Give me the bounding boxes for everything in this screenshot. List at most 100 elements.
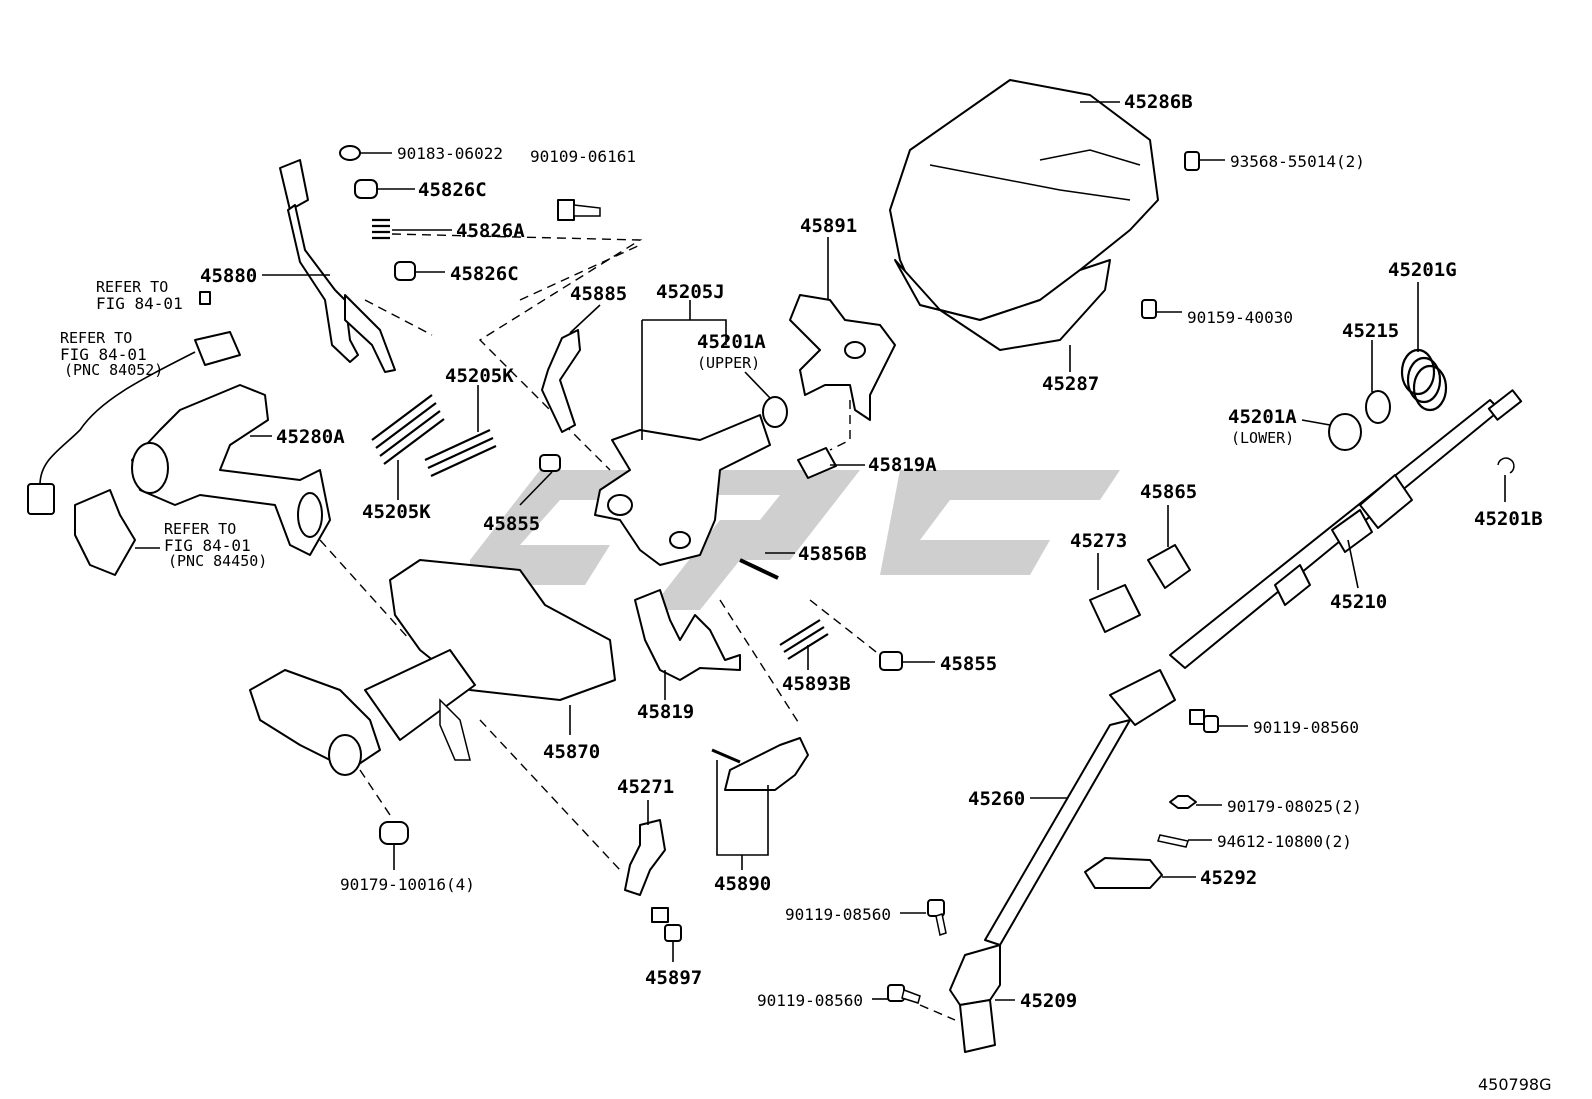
clip-45201B <box>1497 457 1515 502</box>
bolt-45855-b <box>879 651 935 671</box>
label-45891: 45891 <box>800 215 857 237</box>
label-90119-08560-a: 90119-08560 <box>1253 718 1359 737</box>
label-45885: 45885 <box>570 283 627 305</box>
label-45826C-a: 45826C <box>418 179 487 201</box>
label-45856B: 45856B <box>798 543 867 565</box>
part-45287-lower-cover <box>894 259 1111 372</box>
part-45891-bracket <box>789 237 896 421</box>
pin-94612-10800 <box>1157 834 1212 848</box>
bolt-45897 <box>651 907 682 962</box>
bolt-45855-a <box>519 454 561 506</box>
part-45819-bracket <box>634 589 741 700</box>
diagram-code: 450798G <box>1478 1075 1551 1094</box>
label-45292: 45292 <box>1200 867 1257 889</box>
ref-note-3: REFER TO FIG 84-01 (PNC 84450) <box>164 520 267 570</box>
label-45826A: 45826A <box>456 220 525 242</box>
watermark-logo <box>470 470 1120 610</box>
label-45287: 45287 <box>1042 373 1099 395</box>
part-45260-intermediate-shaft <box>984 669 1176 946</box>
svg-text:FIG 84-01: FIG 84-01 <box>164 536 251 555</box>
pin-45856B <box>739 552 795 580</box>
label-90179-10016: 90179-10016(4) <box>340 875 475 894</box>
svg-text:REFER TO: REFER TO <box>96 278 168 296</box>
spring-45826A <box>372 218 452 240</box>
ring-45215 <box>1365 340 1391 424</box>
screw-93568-55014 <box>1184 151 1225 171</box>
label-93568-55014: 93568-55014(2) <box>1230 152 1365 171</box>
part-45205J-bracket <box>594 300 771 566</box>
part-45280A-lock-housing <box>131 384 331 556</box>
label-45819: 45819 <box>637 701 694 723</box>
label-45855-b: 45855 <box>940 653 997 675</box>
label-45205K-top: 45205K <box>445 365 514 387</box>
spring-45893B <box>779 619 829 670</box>
bushing-45273 <box>1089 553 1141 633</box>
label-45897: 45897 <box>645 967 702 989</box>
label-45890: 45890 <box>714 873 771 895</box>
label-45819A: 45819A <box>868 454 937 476</box>
label-94612-10800: 94612-10800(2) <box>1217 832 1352 851</box>
wire-harness-connector <box>27 331 241 515</box>
label-45205J: 45205J <box>656 281 725 303</box>
label-45201A-lower: 45201A <box>1228 406 1297 428</box>
collar-45819A <box>797 447 865 479</box>
part-45870-column-bracket <box>249 559 616 776</box>
ref-note-1: REFER TO FIG 84-01 <box>96 278 211 313</box>
part-45210-main-shaft <box>1169 389 1523 669</box>
screw-90159-40030 <box>1141 299 1182 319</box>
spring-45201G <box>1400 282 1448 412</box>
screw-90183-06022 <box>339 145 392 161</box>
ref-note-2: REFER TO FIG 84-01 (PNC 84052) <box>60 329 163 379</box>
label-45201B: 45201B <box>1474 508 1543 530</box>
cap-45826C-b <box>394 261 445 281</box>
label-45210: 45210 <box>1330 591 1387 613</box>
label-45893B: 45893B <box>782 673 851 695</box>
label-45201G: 45201G <box>1388 259 1457 281</box>
label-45865: 45865 <box>1140 481 1197 503</box>
plate-45292 <box>1084 857 1196 889</box>
label-45880: 45880 <box>200 265 257 287</box>
cap-45826C-a <box>354 179 415 199</box>
spring-45205K-right <box>424 385 497 477</box>
part-45890-lock-lever <box>711 737 809 870</box>
bushing-45865 <box>1147 505 1191 589</box>
part-45209-u-joint <box>949 944 1015 1053</box>
switch-block-84450 <box>74 489 160 576</box>
spring-45205K-left <box>371 394 445 500</box>
part-45271-bracket <box>624 800 666 896</box>
bearing-45201A-lower <box>1301 413 1362 451</box>
label-45209: 45209 <box>1020 990 1077 1012</box>
label-45870: 45870 <box>543 741 600 763</box>
part-45885-lever <box>541 304 601 433</box>
label-90119-08560-c: 90119-08560 <box>757 991 863 1010</box>
label-90119-08560-b: 90119-08560 <box>785 905 891 924</box>
svg-text:REFER TO: REFER TO <box>164 520 236 538</box>
svg-text:REFER TO: REFER TO <box>60 329 132 347</box>
label-45273: 45273 <box>1070 530 1127 552</box>
label-45215: 45215 <box>1342 320 1399 342</box>
nut-90179-10016 <box>379 821 409 870</box>
label-45286B: 45286B <box>1124 91 1193 113</box>
label-90179-08025: 90179-08025(2) <box>1227 797 1362 816</box>
part-45880-lever <box>262 159 396 373</box>
label-45280A: 45280A <box>276 426 345 448</box>
bearing-45201A-upper <box>744 371 788 428</box>
label-45855-a: 45855 <box>483 513 540 535</box>
note-upper: (UPPER) <box>697 354 760 372</box>
label-45826C-b: 45826C <box>450 263 519 285</box>
label-90109-06161: 90109-06161 <box>530 147 636 166</box>
svg-text:FIG 84-01: FIG 84-01 <box>96 294 183 313</box>
label-90183-06022: 90183-06022 <box>397 144 503 163</box>
svg-text:(PNC 84052): (PNC 84052) <box>64 361 163 379</box>
nut-90179-08025 <box>1169 795 1222 809</box>
svg-text:FIG 84-01: FIG 84-01 <box>60 345 147 364</box>
label-45205K-bottom: 45205K <box>362 501 431 523</box>
bolt-90119-08560-b <box>900 899 947 936</box>
label-45260: 45260 <box>968 788 1025 810</box>
part-45286B-upper-cover <box>889 79 1159 321</box>
bolt-90119-08560-c <box>872 984 921 1004</box>
label-45201A-upper: 45201A <box>697 331 766 353</box>
svg-text:(PNC 84450): (PNC 84450) <box>168 552 267 570</box>
note-lower: (LOWER) <box>1231 429 1294 447</box>
